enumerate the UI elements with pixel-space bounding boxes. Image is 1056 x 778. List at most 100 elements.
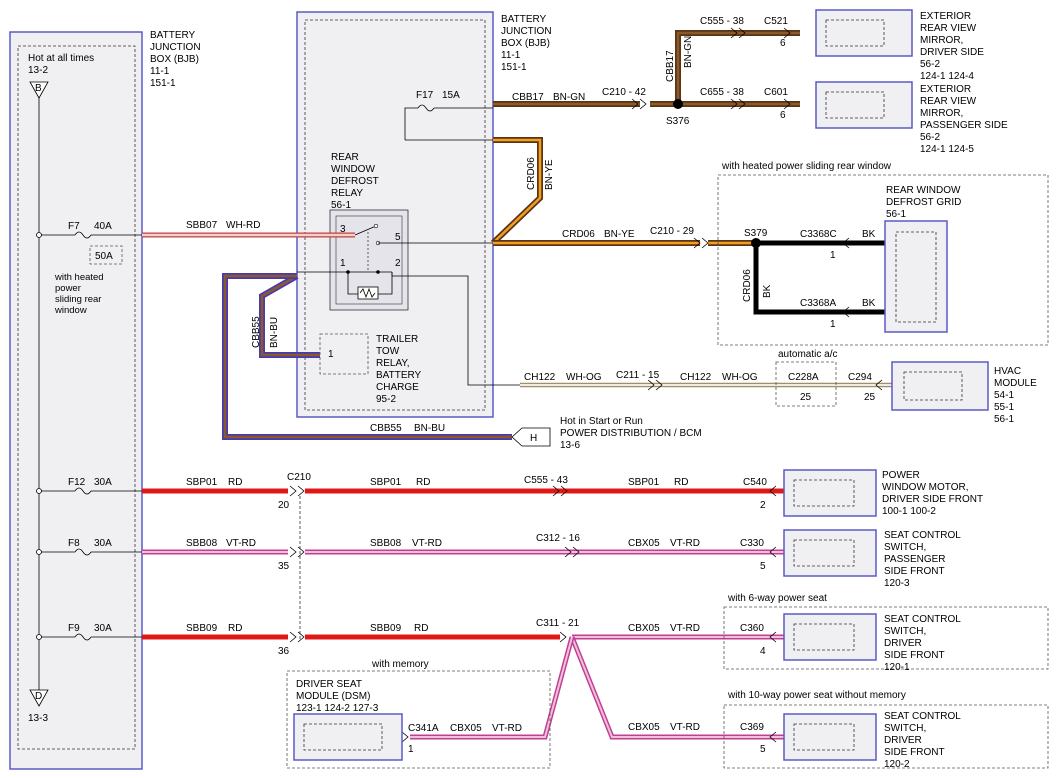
wire-cbb55: CBB55 BN-BU CBB55 BN-BU H Hot in Start o… [222, 273, 702, 451]
splice-s379-icon [751, 238, 761, 248]
alt-note-3: sliding rear [55, 294, 101, 305]
fuse-f7-amp: 40A [94, 221, 112, 232]
hvac-2: MODULE [994, 378, 1037, 389]
seat-pass-1: SEAT CONTROL [884, 530, 961, 541]
seat-driver6-2: SWITCH, [884, 626, 926, 637]
conn-c311-21: C311 - 21 [536, 618, 580, 629]
trailer-relay-title-4: BATTERY [376, 370, 422, 381]
wire-sbb07-label: SBB07 [186, 220, 218, 231]
alt-note-4: window [54, 305, 87, 316]
conn-c341a-pin: 1 [408, 744, 414, 755]
wire-cbb17-vlabel: CBB17 [665, 50, 676, 82]
hot-ref-label: 13-2 [28, 65, 48, 76]
trailer-relay-title-3: RELAY, [376, 358, 410, 369]
conn-c3368a: C3368A [800, 298, 836, 309]
six-way-frame [723, 606, 1049, 670]
wire-crd06-label: CRD06 [562, 229, 595, 240]
dsm-component: DRIVER SEAT MODULE (DSM) 123-1 124-2 127… [293, 679, 403, 761]
wire-ch122-label: CH122 [524, 372, 556, 383]
mirror-driver-4: DRIVER SIDE [920, 47, 984, 58]
conn-c601-pin: 6 [780, 110, 786, 121]
seat-driver6-component: SEAT CONTROL SWITCH, DRIVER SIDE FRONT 1… [783, 613, 961, 673]
fuse-f7-label: F7 [68, 221, 80, 232]
fuse-f9-icon [74, 633, 92, 641]
mirror-driver-6: 124-1 124-4 [920, 71, 974, 82]
power-window-4: 100-1 100-2 [882, 506, 936, 517]
wire-bngn-vlabel: BN-GN [683, 36, 694, 68]
connector-d-label: D [35, 691, 42, 702]
trailer-relay-title-1: TRAILER [376, 334, 418, 345]
conn-c521: C521 [764, 16, 788, 27]
seat-driver6-5: 120-1 [884, 662, 910, 673]
note-with-memory: with memory [371, 659, 429, 670]
mirror-driver-component: EXTERIOR REAR VIEW MIRROR, DRIVER SIDE 5… [815, 9, 984, 82]
seat-driver10-component: SEAT CONTROL SWITCH, DRIVER SIDE FRONT 1… [783, 711, 961, 770]
seat-pass-4: SIDE FRONT [884, 566, 945, 577]
bjb-left-panel: BATTERY JUNCTION BOX (BJB) 11-1 151-1 Ho… [9, 30, 201, 770]
wire-crd06-vlabel: CRD06 [526, 157, 537, 190]
conn-c312-16: C312 - 16 [536, 533, 580, 544]
conn-c294-pin: 25 [864, 392, 876, 403]
wire-sbp01-color-3: RD [674, 477, 688, 488]
bjb-right-title-1: BATTERY [501, 14, 547, 25]
dsm-1: DRIVER SEAT [296, 679, 362, 690]
d-ref-label: 13-3 [28, 713, 48, 724]
alt-note-2: power [55, 283, 81, 294]
conn-c3368c: C3368C [800, 229, 837, 240]
seat-driver6-3: DRIVER [884, 638, 922, 649]
heated-window-section: with heated power sliding rear window S3… [717, 161, 1049, 346]
trailer-relay-title-2: TOW [376, 346, 400, 357]
wire-sbb08-label: SBB08 [186, 538, 218, 549]
power-window-1: POWER [882, 470, 920, 481]
splice-s376-icon [673, 99, 683, 109]
wire-sbb09-color: RD [228, 623, 242, 634]
wire-cbx05-label: CBX05 [628, 538, 660, 549]
wire-cbx05-color-2: VT-RD [670, 623, 700, 634]
mirror-pass-1: EXTERIOR [920, 84, 971, 95]
conn-c228a-pin: 25 [800, 392, 812, 403]
wire-crd06-color: BN-YE [604, 229, 635, 240]
bjb-left-title-1: BATTERY [150, 30, 196, 41]
conn-c521-pin: 6 [780, 38, 786, 49]
wire-cbb55-vlabel: CBB55 [251, 316, 262, 348]
relay-pin2: 2 [395, 258, 401, 269]
trailer-relay-title-5: CHARGE [376, 382, 419, 393]
mirror-pass-2: REAR VIEW [920, 96, 977, 107]
seat-pass-5: 120-3 [884, 578, 910, 589]
seat-pass-component: SEAT CONTROL SWITCH, PASSENGER SIDE FRON… [783, 529, 961, 589]
wire-cbb55-color: BN-BU [414, 423, 445, 434]
conn-c341a: C341A [408, 723, 439, 734]
alt-fuse-label: 50A [95, 251, 113, 262]
mirror-pass-6: 124-1 124-5 [920, 144, 974, 155]
seat-driver10-5: 120-2 [884, 759, 910, 770]
relay-pin5: 5 [395, 232, 401, 243]
wire-bk-label-2: BK [862, 298, 876, 309]
hvac-component: HVAC MODULE 54-1 55-1 56-1 [891, 361, 1037, 425]
wire-cbx05-label-3: CBX05 [628, 722, 660, 733]
conn-c655-38: C655 - 38 [700, 87, 744, 98]
conn-c210-29: C210 - 29 [650, 226, 694, 237]
fuse-f9-label: F9 [68, 623, 80, 634]
bjb-right-title-2: JUNCTION [501, 26, 552, 37]
wire-cbx05-label-2: CBX05 [628, 623, 660, 634]
wire-sbb07: SBB07 WH-RD [142, 220, 355, 238]
mirror-pass-4: PASSENGER SIDE [920, 120, 1008, 131]
conn-c210-pin20: 20 [278, 500, 290, 511]
conn-c330-pin: 5 [760, 561, 766, 572]
note-ten-way: with 10-way power seat without memory [727, 690, 906, 701]
hot-start-run-1: Hot in Start or Run [560, 416, 643, 427]
splice-s379-label: S379 [744, 228, 768, 239]
seat-driver10-2: SWITCH, [884, 723, 926, 734]
wire-sbb08-label-2: SBB08 [370, 538, 402, 549]
wire-cbb17-label: CBB17 [512, 92, 544, 103]
splice-s376-label: S376 [666, 116, 690, 127]
fuse-f17-icon [417, 104, 435, 112]
wire-cbb55-label: CBB55 [370, 423, 402, 434]
conn-c330: C330 [740, 538, 764, 549]
wire-cbb17-color: BN-GN [553, 92, 585, 103]
conn-c555-38: C555 - 38 [700, 16, 744, 27]
bjb-left-title-3: BOX (BJB) [150, 54, 199, 65]
fuse-f17-label: F17 [416, 90, 434, 101]
hvac-1: HVAC [994, 366, 1021, 377]
